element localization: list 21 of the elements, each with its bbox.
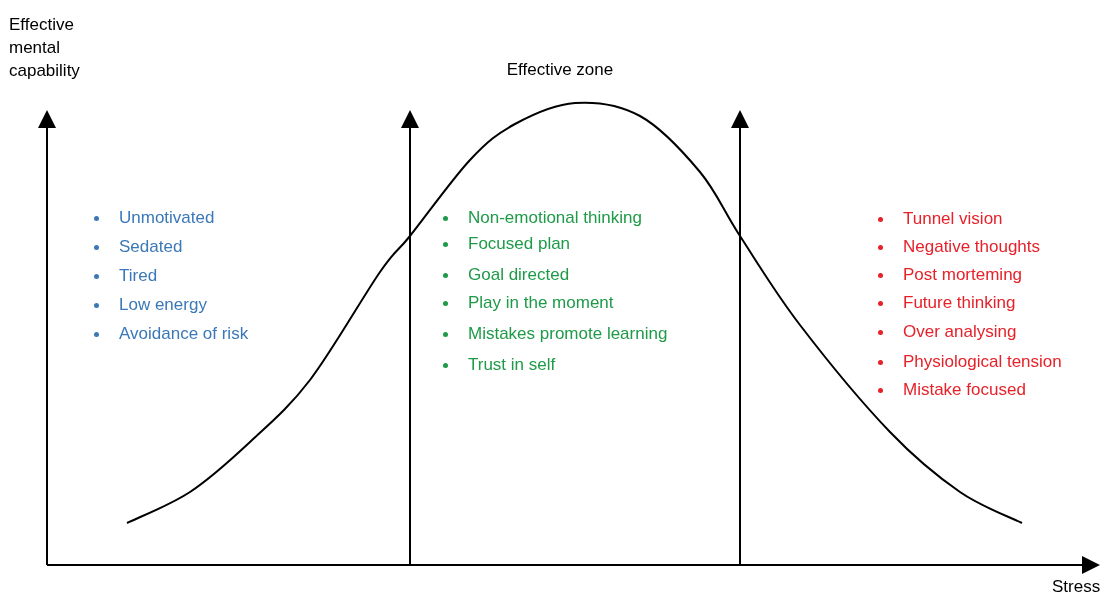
list-item: Over analysing [878, 321, 1017, 344]
list-item: Mistake focused [878, 379, 1026, 402]
list-item: Avoidance of risk [94, 323, 249, 346]
list-item: Tired [94, 265, 158, 288]
list-item: Non-emotional thinking [443, 207, 642, 230]
list-item: Tunnel vision [878, 208, 1003, 231]
list-item: Post morteming [878, 264, 1023, 287]
list-item: Mistakes promote learning [443, 323, 668, 346]
list-item: Sedated [94, 236, 183, 259]
list-item: Trust in self [443, 354, 556, 377]
axis-label: Effective mental capability [9, 14, 81, 82]
list-item: Focused plan [443, 233, 571, 256]
list-item: Play in the moment [443, 292, 614, 315]
list-item: Unmotivated [94, 207, 215, 230]
list-item: Low energy [94, 294, 207, 317]
list-item: Negative thoughts [878, 236, 1041, 259]
list-item: Future thinking [878, 292, 1016, 315]
zone-label: Effective zone [505, 59, 615, 81]
axis-label: Stress [1052, 576, 1101, 594]
list-item: Physiological tension [878, 351, 1062, 374]
list-item: Goal directed [443, 264, 570, 287]
